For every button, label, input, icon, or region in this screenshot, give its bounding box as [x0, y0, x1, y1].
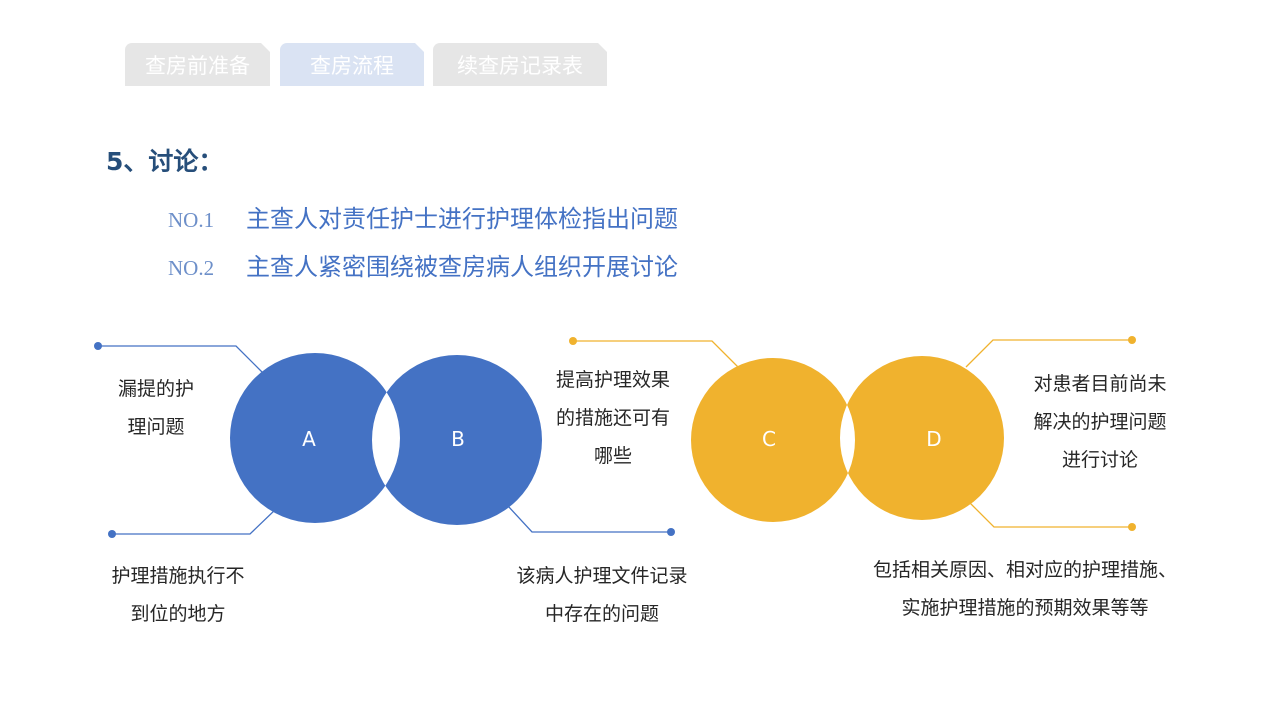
item-number: NO.2 [168, 256, 215, 280]
discussion-item-1: NO.1 主查人对责任护士进行护理体检指出问题 [168, 199, 678, 234]
label-d-top: 对患者目前尚未 解决的护理问题 进行讨论 [1033, 373, 1167, 471]
label-b-bottom: 该病人护理文件记录 中存在的问题 [516, 565, 688, 625]
section-heading: 5、讨论： [106, 147, 224, 176]
circle-c-letter: C [762, 427, 776, 451]
circle-d-letter: D [926, 427, 941, 451]
label-c-top: 提高护理效果 的措施还可有 哪些 [555, 369, 670, 467]
connector-dots-blue [94, 342, 675, 538]
tab-pre-round-preparation[interactable]: 查房前准备 [125, 43, 270, 86]
connector-lines-yellow [573, 339, 1132, 528]
label-a-bottom: 护理措施执行不 到位的地方 [111, 565, 245, 625]
circle-a-letter: A [302, 427, 316, 451]
connector-dots-yellow [569, 336, 1136, 531]
item-number: NO.1 [168, 208, 215, 232]
label-d-bottom: 包括相关原因、相对应的护理措施、 实施护理措施的预期效果等等 [872, 559, 1177, 619]
item-text: 主查人对责任护士进行护理体检指出问题 [246, 205, 678, 233]
tab-continued-round-record[interactable]: 续查房记录表 [433, 43, 607, 86]
label-a-top: 漏提的护 理问题 [117, 378, 194, 438]
circle-b-letter: B [451, 427, 465, 451]
connector-lines-blue [98, 345, 671, 535]
circle-c-d-shape [691, 356, 1004, 522]
item-text: 主查人紧密围绕被查房病人组织开展讨论 [246, 253, 678, 281]
circle-a-b-shape [230, 353, 542, 525]
tab-round-process[interactable]: 查房流程 [280, 43, 424, 86]
discussion-item-2: NO.2 主查人紧密围绕被查房病人组织开展讨论 [168, 247, 678, 282]
